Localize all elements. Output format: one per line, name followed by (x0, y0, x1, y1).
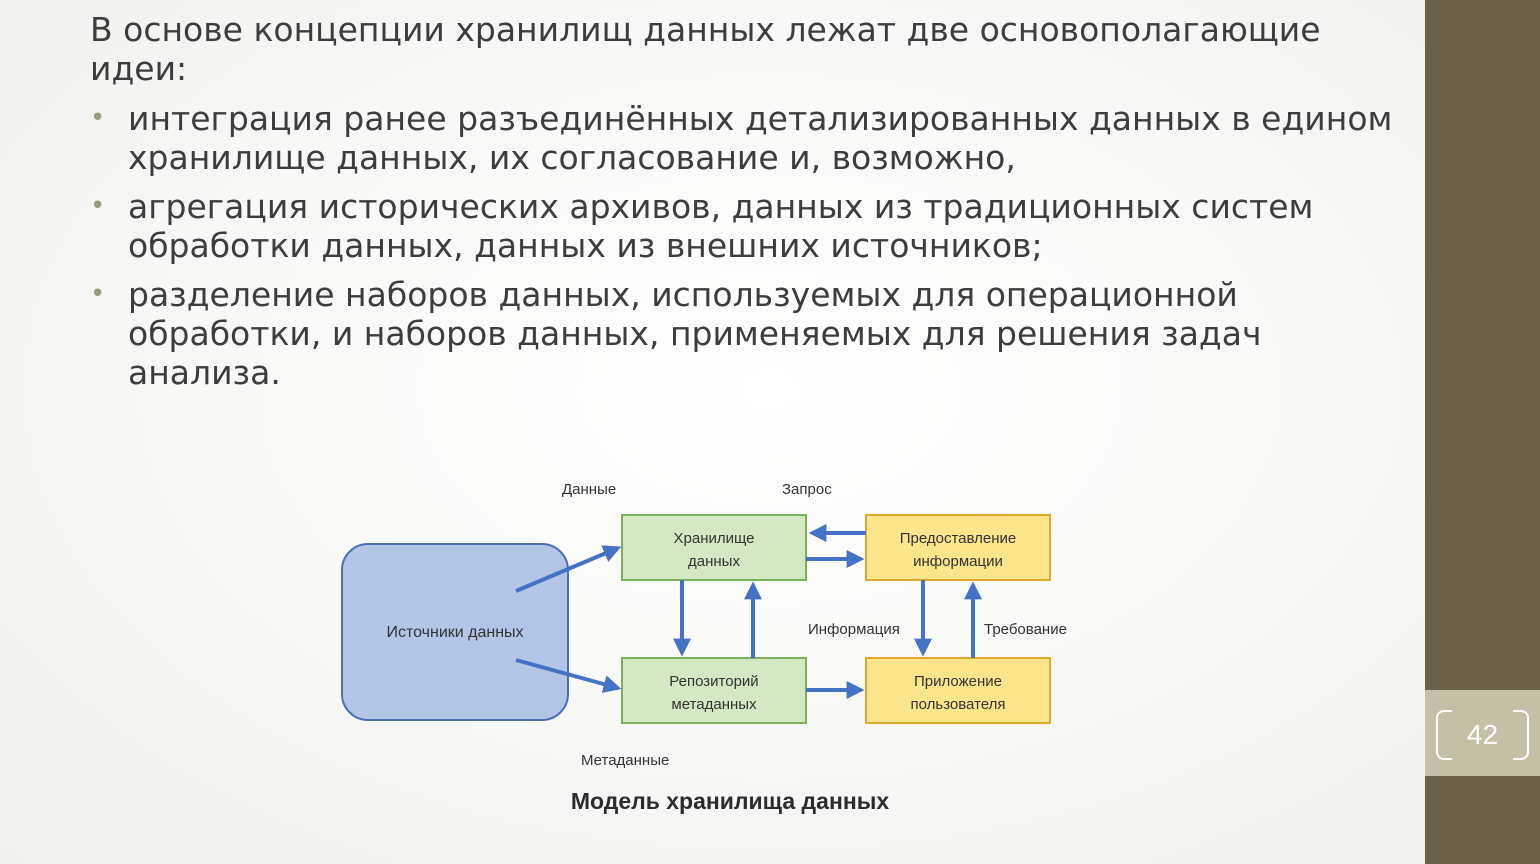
storage-box-label: Хранилище (674, 530, 755, 547)
label-metadata: Метаданные (581, 752, 669, 769)
provision-box (865, 514, 1051, 581)
arrow-sources-to-storage (515, 545, 622, 593)
label-data: Данные (562, 481, 616, 498)
left-bracket-icon (1436, 710, 1452, 760)
page-number: 42 (1466, 719, 1499, 750)
bullet-item: • агрегация исторических архивов, данных … (90, 187, 1410, 265)
bullet-text: агрегация исторических архивов, данных и… (128, 187, 1314, 265)
right-bracket-icon (1513, 710, 1529, 760)
storage-box-label: данных (688, 553, 740, 570)
bullet-icon: • (90, 103, 106, 133)
storage-box (621, 514, 807, 581)
label-info: Информация (808, 621, 900, 638)
repository-box-label: Репозиторий (669, 673, 758, 690)
bullet-icon: • (90, 191, 106, 221)
bullet-text: разделение наборов данных, используемых … (128, 275, 1262, 392)
sources-box (341, 543, 569, 721)
provision-box-label: Предоставление (900, 530, 1017, 547)
diagram-caption: Модель хранилища данных (570, 788, 890, 814)
repository-box (621, 657, 807, 724)
bullet-list: • интеграция ранее разъединённых детализи… (90, 99, 1410, 402)
app-box-label: Приложение (914, 673, 1002, 690)
app-box (865, 657, 1051, 724)
app-box-label: пользователя (911, 696, 1006, 713)
data-warehouse-diagram: Данные Запрос Источники данных Хранилище… (341, 481, 1067, 769)
bullet-item: • интеграция ранее разъединённых детализи… (90, 99, 1410, 177)
bullet-icon: • (90, 279, 106, 309)
label-requirement: Требование (984, 621, 1067, 638)
arrow-sources-to-repository (515, 658, 622, 693)
label-request: Запрос (782, 481, 832, 498)
sources-box-label: Источники данных (386, 624, 523, 641)
page-number-badge: 42 (1425, 690, 1540, 776)
repository-box-label: метаданных (671, 696, 757, 713)
provision-box-label: информации (913, 553, 1003, 570)
bullet-text: интеграция ранее разъединённых детализир… (128, 99, 1393, 177)
intro-text: В основе концепции хранилищ данных лежат… (90, 10, 1321, 88)
bullet-item: • разделение наборов данных, используемых… (90, 275, 1410, 392)
